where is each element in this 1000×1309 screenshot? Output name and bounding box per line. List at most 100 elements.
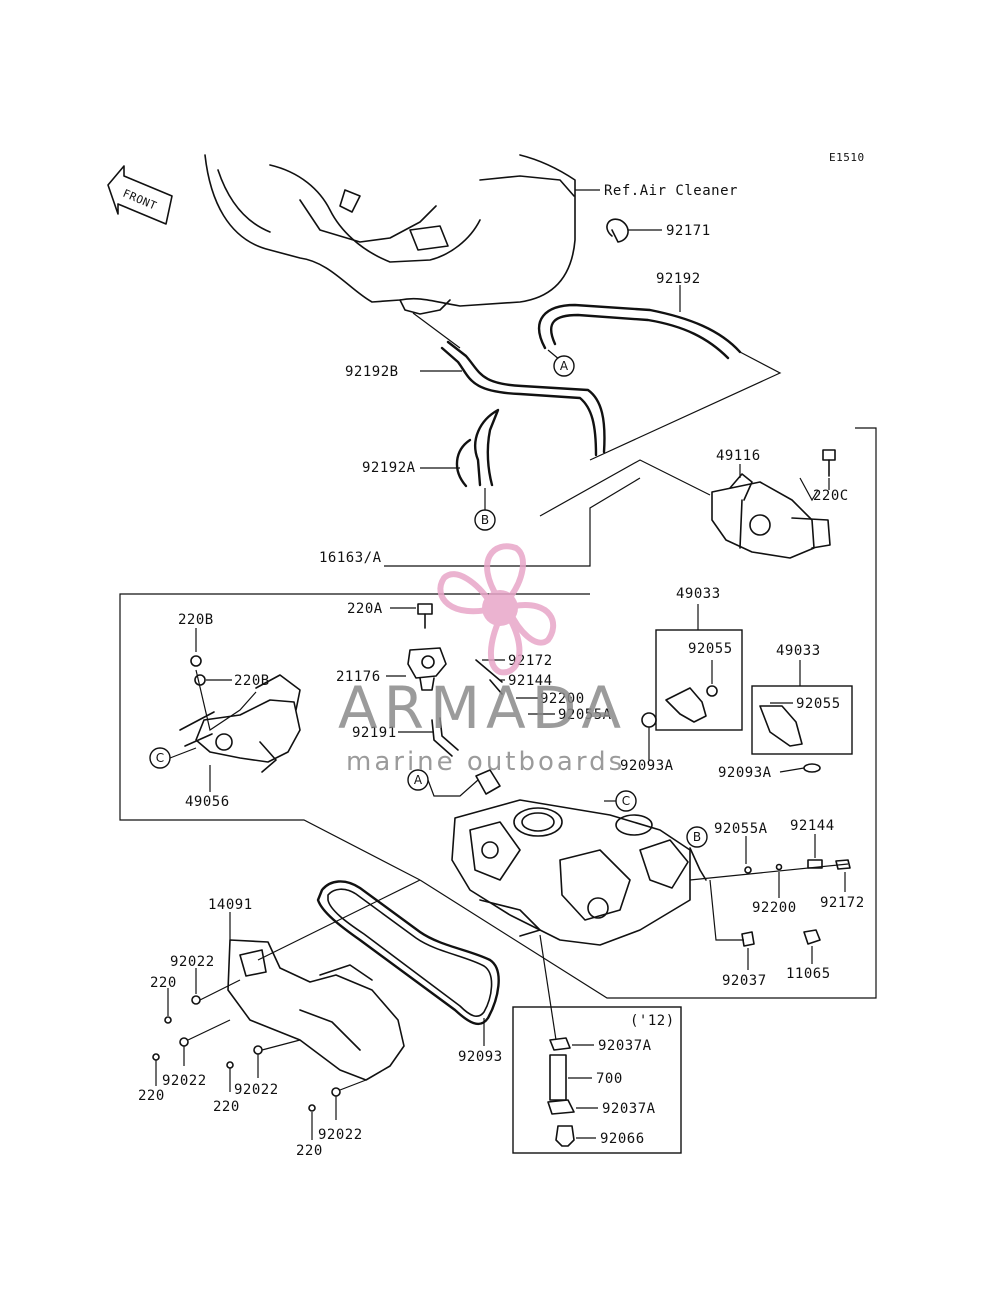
screw-92172-right (835, 859, 851, 870)
clamp-92171 (606, 218, 629, 243)
part-92066-label: 92066 (600, 1131, 645, 1147)
oring-92055-1 (706, 685, 718, 697)
injector-49033-1 (665, 687, 707, 723)
bolt-washer-set-4 (308, 1087, 341, 1112)
part-92037A-2-label: 92037A (602, 1101, 656, 1117)
diagram-code: E1510 (829, 151, 865, 164)
spring-92144-top (489, 679, 503, 695)
gasket-92093 (316, 880, 500, 1026)
callout-c-mid (615, 790, 637, 812)
callout-b-top-label: B (481, 513, 489, 527)
part-92144-top-label: 92144 (508, 673, 553, 689)
part-92093-label: 92093 (458, 1049, 503, 1065)
part-220B-1-label: 220B (178, 612, 214, 628)
watermark-brand: ARMADA (338, 674, 627, 742)
clamp-92037 (741, 931, 755, 947)
part-21176-label: 21176 (336, 669, 381, 685)
part-92037A-1-label: 92037A (598, 1038, 652, 1054)
part-92192B-label: 92192B (345, 364, 399, 380)
part-92055-2-label: 92055 (796, 696, 841, 712)
spring-92144-right (807, 859, 823, 869)
bolt-220C (822, 449, 836, 477)
part-92055A-top-label: 92055A (558, 707, 612, 723)
box-49033-1 (655, 629, 743, 731)
callout-b-right-label: B (693, 830, 701, 844)
part-92022-2-label: 92022 (162, 1073, 207, 1089)
part-92037-label: 92037 (722, 973, 767, 989)
callout-b-right (686, 826, 708, 848)
part-92144-right-label: 92144 (790, 818, 835, 834)
hose-92192A (474, 408, 500, 487)
part-92022-4-label: 92022 (318, 1127, 363, 1143)
part-700-label: 700 (596, 1071, 623, 1087)
part-92055-1-label: 92055 (688, 641, 733, 657)
part-49033-2-label: 49033 (776, 643, 821, 659)
clamp-92037A-2 (547, 1099, 575, 1115)
part-220C-label: 220C (813, 488, 849, 504)
fitting-92066 (555, 1125, 575, 1147)
hose-700 (549, 1054, 567, 1101)
washer-92200-right (775, 863, 783, 871)
sensor-21176 (407, 647, 447, 691)
washer-92055A-right (744, 866, 752, 874)
part-92055A-right-label: 92055A (714, 821, 768, 837)
part-92093A-1-label: 92093A (620, 758, 674, 774)
part-49033-1-label: 49033 (676, 586, 721, 602)
hose-92192 (537, 303, 742, 354)
housing-49056 (179, 674, 301, 773)
part-220-4-label: 220 (296, 1143, 323, 1159)
front-label: FRONT (121, 187, 159, 213)
bolt-washer-set-1 (164, 995, 201, 1024)
throttle-body-assembly (451, 769, 691, 946)
callout-c-left-label: C (156, 751, 164, 765)
hose-92191 (431, 717, 459, 757)
part-220B-2-label: 220B (234, 673, 270, 689)
callout-a-mid (407, 769, 429, 791)
part-92171-label: 92171 (666, 223, 711, 239)
ref-air-cleaner-label: Ref.Air Cleaner (604, 183, 738, 199)
part-92022-1-label: 92022 (170, 954, 215, 970)
screw-92172-top (475, 659, 503, 683)
hose-92192B (440, 346, 598, 457)
part-16163A-label: 16163/A (319, 550, 382, 566)
bolt-220B-1 (190, 655, 202, 667)
box-2012-parts (512, 1006, 682, 1154)
bolt-220B-2 (194, 674, 206, 686)
front-arrow: FRONT (107, 165, 173, 225)
year-note-label: ('12) (630, 1013, 675, 1029)
part-49056-label: 49056 (185, 794, 230, 810)
part-92200-top-label: 92200 (540, 691, 585, 707)
bolt-washer-set-2 (152, 1037, 189, 1061)
watermark-tagline: marine outboards (346, 747, 625, 777)
part-14091-label: 14091 (208, 897, 253, 913)
clamp-92037A-1 (549, 1037, 571, 1051)
cover-14091 (227, 939, 405, 1081)
cap-11065 (803, 929, 821, 945)
injector-49033-2 (759, 705, 803, 747)
watermark: ARMADA marine outboards (338, 543, 627, 777)
seal-92093A-2 (803, 763, 821, 773)
bolt-washer-set-3 (226, 1045, 263, 1069)
part-92172-right-label: 92172 (820, 895, 865, 911)
propeller-logo-icon (437, 543, 557, 676)
part-220A-label: 220A (347, 601, 383, 617)
callout-a-top-label: A (560, 359, 569, 373)
box-49033-2 (751, 685, 853, 755)
part-49116-label: 49116 (716, 448, 761, 464)
part-92200-right-label: 92200 (752, 900, 797, 916)
part-220-3-label: 220 (213, 1099, 240, 1115)
part-220-1-label: 220 (150, 975, 177, 991)
callout-a-mid-label: A (414, 773, 423, 787)
callout-b-top (474, 509, 496, 531)
part-92192-label: 92192 (656, 271, 701, 287)
callout-c-mid-label: C (622, 794, 630, 808)
part-220-2-label: 220 (138, 1088, 165, 1104)
part-11065-label: 11065 (786, 966, 831, 982)
part-92192A-label: 92192A (362, 460, 416, 476)
part-92093A-2-label: 92093A (718, 765, 772, 781)
air-cleaner-housing (204, 154, 576, 315)
callout-c-left (149, 747, 171, 769)
part-92022-3-label: 92022 (234, 1082, 279, 1098)
callout-a-top (553, 355, 575, 377)
